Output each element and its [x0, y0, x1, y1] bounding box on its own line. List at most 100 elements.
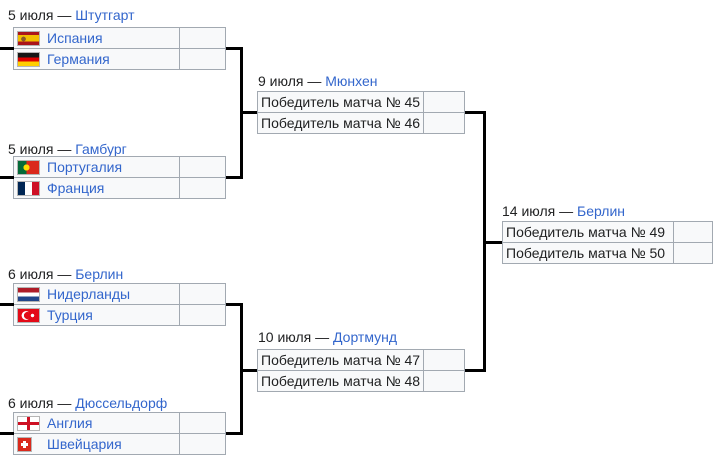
team-row: Португалия — [14, 157, 225, 177]
match-header-qf2: 5 июля — Гамбург — [8, 140, 127, 158]
team-link-netherlands[interactable]: Нидерланды — [47, 286, 131, 302]
team-cell: Англия — [14, 415, 179, 431]
match-header-final: 14 июля — Берлин — [502, 202, 625, 220]
match-date: 5 июля — — [8, 7, 72, 23]
team-cell: Франция — [14, 180, 179, 196]
team-cell: Швейцария — [14, 436, 179, 452]
connector-stub-qf2 — [0, 176, 14, 179]
winner-placeholder: Победитель матча № 48 — [261, 373, 421, 389]
match-table-qf3: Нидерланды Турция — [13, 283, 226, 326]
match-table-sf2: Победитель матча № 47 Победитель матча №… — [257, 349, 465, 392]
winner-placeholder: Победитель матча № 45 — [261, 94, 421, 110]
winner-placeholder: Победитель матча № 49 — [506, 224, 666, 240]
team-cell: Нидерланды — [14, 286, 179, 302]
city-link-stuttgart[interactable]: Штутгарт — [75, 7, 135, 23]
match-table-qf4: Англия Швейцария — [13, 412, 226, 455]
match-date: 14 июля — — [502, 203, 574, 219]
flag-icon-england — [17, 415, 40, 431]
connector-qf3-out — [226, 303, 243, 306]
score-cell — [423, 350, 464, 370]
city-link-dortmund[interactable]: Дортмунд — [333, 329, 398, 345]
match-header-qf4: 6 июля — Дюссельдорф — [8, 394, 167, 412]
team-row: Нидерланды — [14, 284, 225, 304]
connector-sf1-out — [465, 111, 486, 114]
connector-final-in — [483, 241, 502, 244]
flag-icon-germany — [17, 51, 40, 67]
team-cell: Победитель матча № 45 — [258, 94, 423, 110]
flag-icon-switzerland — [17, 436, 32, 452]
score-cell — [179, 434, 225, 454]
score-cell — [423, 371, 464, 391]
team-link-england[interactable]: Англия — [47, 415, 93, 431]
team-link-switzerland[interactable]: Швейцария — [47, 436, 122, 452]
team-cell: Победитель матча № 46 — [258, 115, 423, 131]
flag-icon-spain — [17, 30, 40, 46]
score-cell — [179, 305, 225, 325]
connector-sf2-out — [465, 369, 486, 372]
team-cell: Турция — [14, 307, 179, 323]
connector-qf1-out — [226, 47, 243, 50]
team-row: Франция — [14, 177, 225, 198]
connector-sf1-in — [240, 111, 257, 114]
team-link-germany[interactable]: Германия — [47, 51, 110, 67]
team-row: Испания — [14, 28, 225, 48]
score-cell — [179, 284, 225, 304]
score-cell — [673, 222, 712, 242]
city-link-duesseldorf[interactable]: Дюссельдорф — [75, 395, 168, 411]
team-link-spain[interactable]: Испания — [47, 30, 103, 46]
score-cell — [179, 413, 225, 433]
match-date: 10 июля — — [258, 329, 330, 345]
team-cell: Победитель матча № 49 — [503, 224, 673, 240]
team-row: Англия — [14, 413, 225, 433]
team-cell: Германия — [14, 51, 179, 67]
team-row: Швейцария — [14, 433, 225, 454]
connector-qf2-out — [226, 176, 243, 179]
team-link-france[interactable]: Франция — [47, 180, 105, 196]
team-link-portugal[interactable]: Португалия — [47, 159, 123, 175]
team-cell: Испания — [14, 30, 179, 46]
team-row: Германия — [14, 48, 225, 69]
winner-placeholder: Победитель матча № 50 — [506, 245, 666, 261]
connector-stub-qf4 — [0, 432, 14, 435]
team-row: Победитель матча № 45 — [258, 92, 464, 112]
team-row: Победитель матча № 46 — [258, 112, 464, 133]
flag-icon-turkey — [17, 307, 40, 323]
match-table-qf2: Португалия Франция — [13, 156, 226, 199]
team-row: Победитель матча № 49 — [503, 222, 712, 242]
match-table-qf1: Испания Германия — [13, 27, 226, 70]
team-row: Победитель матча № 48 — [258, 370, 464, 391]
score-cell — [179, 178, 225, 198]
city-link-hamburg[interactable]: Гамбург — [75, 141, 127, 157]
city-link-berlin-final[interactable]: Берлин — [577, 203, 626, 219]
connector-sf2-in — [240, 369, 257, 372]
score-cell — [179, 157, 225, 177]
team-cell: Победитель матча № 50 — [503, 245, 673, 261]
city-link-berlin-qf[interactable]: Берлин — [75, 266, 124, 282]
team-cell: Победитель матча № 47 — [258, 352, 423, 368]
match-header-sf2: 10 июля — Дортмунд — [258, 328, 397, 346]
score-cell — [179, 49, 225, 69]
connector-qf4-out — [226, 432, 243, 435]
match-date: 5 июля — — [8, 141, 72, 157]
team-link-turkey[interactable]: Турция — [47, 307, 93, 323]
winner-placeholder: Победитель матча № 46 — [261, 115, 421, 131]
team-cell: Победитель матча № 48 — [258, 373, 423, 389]
match-header-qf1: 5 июля — Штутгарт — [8, 6, 135, 24]
match-date: 9 июля — — [258, 73, 322, 89]
score-cell — [423, 113, 464, 133]
score-cell — [673, 243, 712, 263]
flag-icon-france — [17, 180, 40, 196]
flag-icon-portugal — [17, 159, 40, 175]
connector-stub-qf3 — [0, 303, 14, 306]
team-row: Турция — [14, 304, 225, 325]
winner-placeholder: Победитель матча № 47 — [261, 352, 421, 368]
match-table-final: Победитель матча № 49 Победитель матча №… — [502, 221, 713, 264]
team-row: Победитель матча № 47 — [258, 350, 464, 370]
match-table-sf1: Победитель матча № 45 Победитель матча №… — [257, 91, 465, 134]
city-link-munich[interactable]: Мюнхен — [325, 73, 378, 89]
match-header-qf3: 6 июля — Берлин — [8, 265, 123, 283]
match-date: 6 июля — — [8, 395, 72, 411]
match-date: 6 июля — — [8, 266, 72, 282]
score-cell — [423, 92, 464, 112]
